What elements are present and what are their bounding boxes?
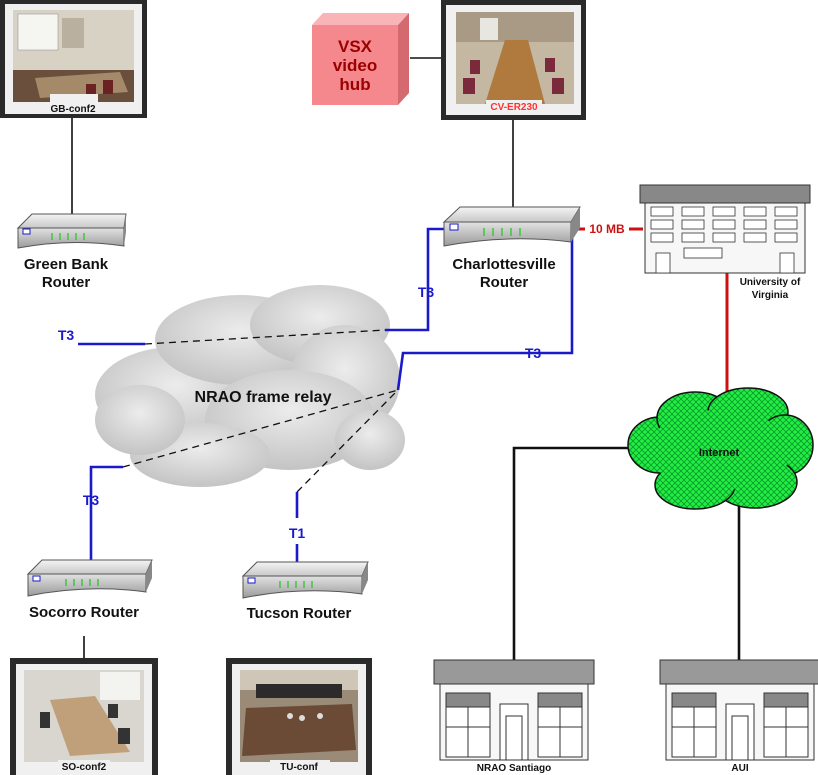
gb-conf2-room: GB-conf2	[0, 0, 147, 118]
uva-label-1: University of	[740, 277, 801, 288]
charlottesville-router	[442, 206, 581, 247]
uva-label-2: Virginia	[752, 290, 789, 301]
charlottesville-router-label-2: Router	[480, 274, 528, 291]
tucson-router	[241, 561, 369, 599]
frame-relay-cloud	[95, 285, 405, 487]
charlottesville-t3-upper-label: T3	[418, 284, 435, 300]
vsx-hub-label-line3: hub	[339, 75, 370, 94]
charlottesville-t3-upper-link	[385, 227, 446, 332]
cv-er230-label: CV-ER230	[490, 102, 538, 113]
nrao-santiago-label: NRAO Santiago	[477, 763, 551, 774]
tu-conf-label: TU-conf	[280, 762, 318, 773]
vsx-hub-label-line1: VSX	[338, 37, 373, 56]
vsx-video-hub: VSX video hub	[312, 13, 409, 105]
green-bank-t3-label: T3	[58, 327, 75, 343]
green-bank-router-label-2: Router	[42, 274, 90, 291]
lan-links	[71, 57, 514, 660]
socorro-t3-link	[89, 465, 123, 560]
nrao-santiago-building	[433, 659, 595, 761]
cv-er230-room: CV-ER230	[441, 0, 586, 120]
aui-label: AUI	[731, 763, 748, 774]
charlottesville-t3-lower-link	[396, 236, 574, 391]
aui-building	[659, 659, 818, 761]
wan-links	[78, 227, 574, 562]
internet-links	[512, 446, 741, 660]
so-conf2-room: SO-conf2	[10, 658, 158, 775]
tucson-router-label: Tucson Router	[247, 605, 352, 622]
frame-relay-virtual-circuits	[122, 329, 399, 493]
tucson-t1-label: T1	[289, 525, 306, 541]
internet-label: Internet	[699, 447, 740, 459]
frame-relay-label: NRAO frame relay	[195, 389, 332, 406]
green-bank-router-label-1: Green Bank	[24, 256, 109, 273]
green-bank-router	[16, 213, 127, 249]
socorro-t3-label: T3	[83, 492, 100, 508]
tu-conf-room: TU-conf	[226, 658, 372, 775]
uva-10mb-label: 10 MB	[589, 222, 625, 236]
charlottesville-t3-lower-label: T3	[525, 345, 542, 361]
gb-conf2-label: GB-conf2	[51, 104, 96, 115]
so-conf2-label: SO-conf2	[62, 762, 107, 773]
uva-building	[639, 184, 811, 274]
vsx-hub-label-line2: video	[333, 56, 377, 75]
socorro-router	[26, 559, 153, 597]
socorro-router-label: Socorro Router	[29, 604, 139, 621]
charlottesville-router-label-1: Charlottesville	[452, 256, 555, 273]
